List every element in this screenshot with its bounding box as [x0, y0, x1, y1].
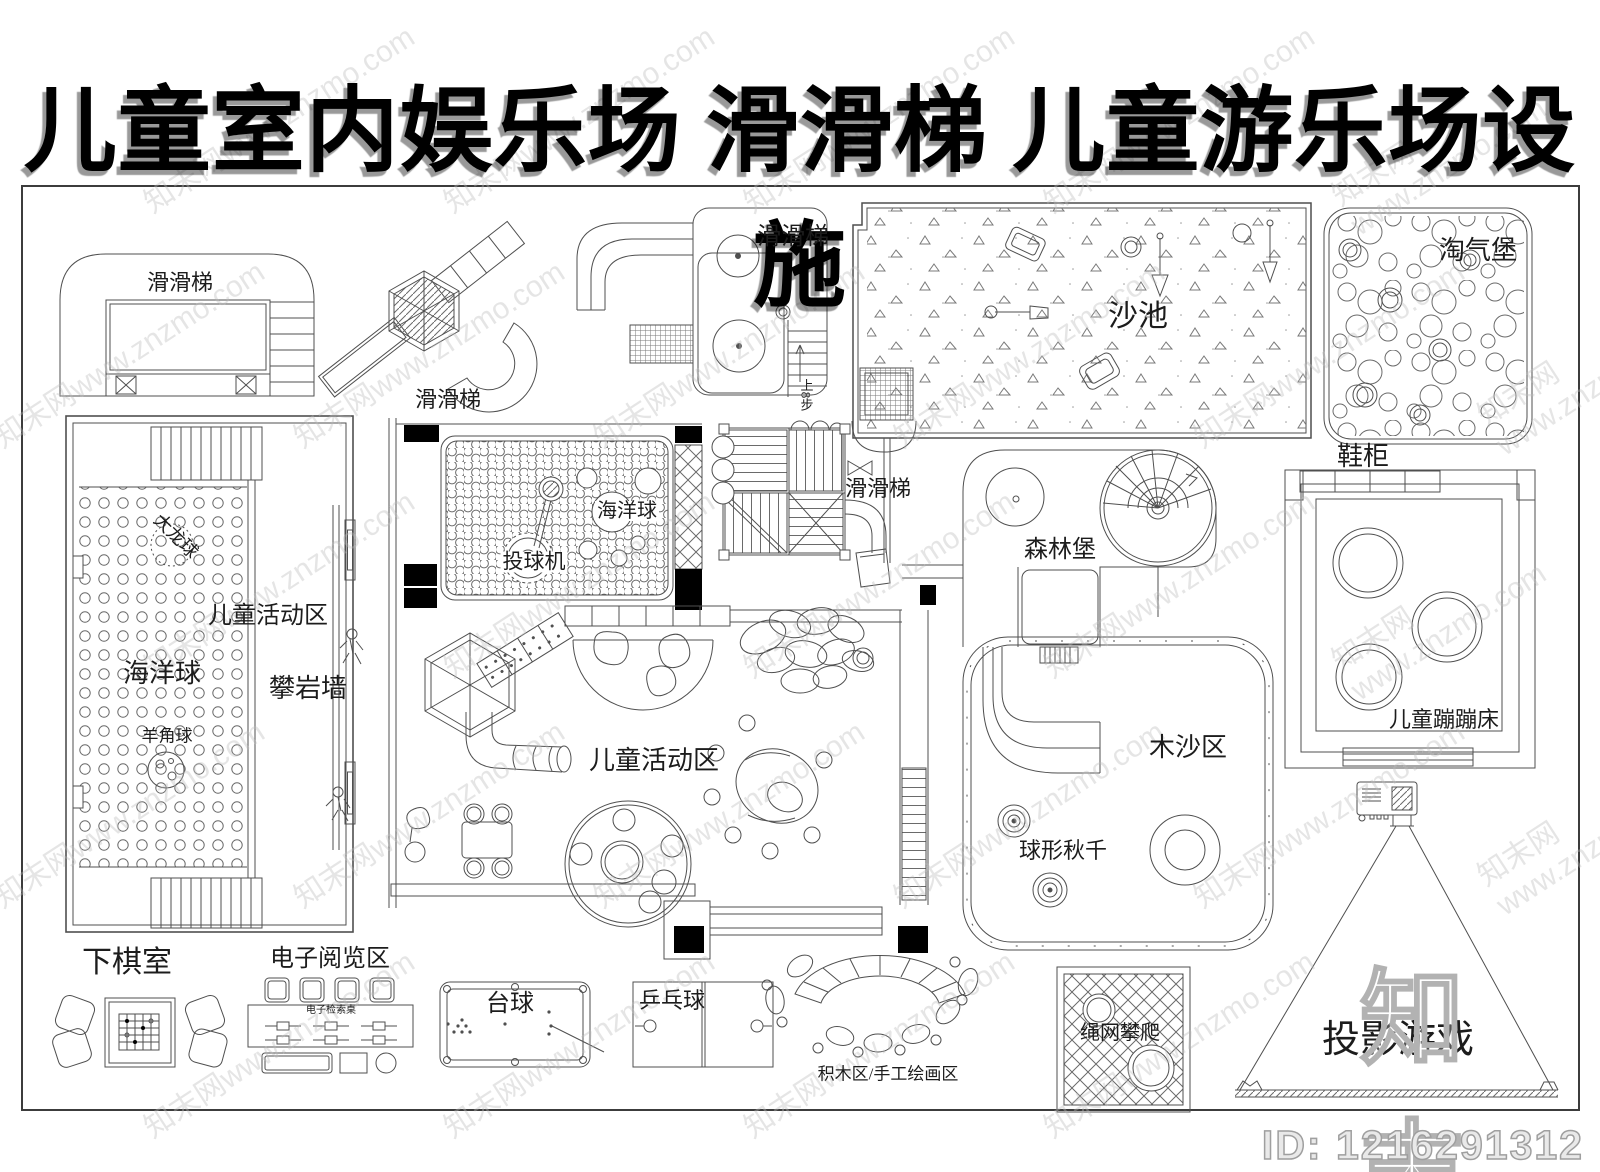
watermark-brand: 知末: [1359, 962, 1471, 1172]
workstation-icons: [265, 1021, 397, 1045]
label-chess-room: 下棋室: [82, 946, 172, 979]
slide-tube: [576, 207, 828, 397]
label-slide-2: 滑滑梯: [414, 387, 482, 412]
shoe-cabinet: [1299, 470, 1441, 493]
plan-id-text: ID: 1216291312: [1261, 1121, 1584, 1169]
projection: [1235, 781, 1559, 1098]
forest-castle: [962, 449, 1217, 774]
trampoline: [1284, 469, 1536, 769]
label-slide-3: 滑滑梯: [757, 224, 829, 250]
slide-hex: [317, 220, 538, 413]
label-climbing-wall: 攀岩墙: [268, 674, 348, 703]
label-ocean-left: 海洋球: [122, 659, 202, 688]
wood-sand-area: [962, 636, 1274, 951]
label-naughty-castle: 淘气堡: [1438, 236, 1518, 265]
ereading-area: [247, 977, 414, 1074]
label-slide-4: 滑滑梯: [844, 476, 912, 501]
drawing-border: [21, 185, 1580, 1111]
label-rope-net: 绳网攀爬: [1080, 1022, 1160, 1044]
label-shoe-cabinet: 鞋柜: [1336, 442, 1390, 471]
slide-topleft: [59, 253, 315, 397]
label-billiards: 台球: [486, 991, 534, 1017]
label-ball-swing: 球形秋千: [1018, 838, 1108, 863]
label-blocks-area: 积木区/手工绘画区: [817, 1064, 959, 1084]
label-ocean-center: 海洋球: [595, 500, 659, 522]
climber-figure-icon: [325, 628, 364, 822]
page-title: 儿童室内娱乐场 滑滑梯 儿童游乐场设施: [23, 81, 1577, 319]
naughty-castle: [1323, 207, 1533, 445]
platform-slide: [711, 420, 891, 588]
blocks-desk: [761, 954, 979, 1058]
label-projection: 投影游戏: [1321, 1019, 1475, 1061]
rope-net: [1056, 966, 1191, 1113]
hexagon-structure: [424, 612, 574, 738]
sand-shovel-icon: [984, 219, 1278, 320]
label-ereading: 电子阅览区: [270, 946, 390, 972]
label-sheep-ball: 羊角球: [141, 726, 193, 746]
sand-pool: [851, 202, 1312, 563]
ball-swing-icon: [997, 804, 1068, 908]
label-wood-sand: 木沙区: [1148, 733, 1228, 762]
billiards-table: [439, 981, 605, 1068]
chess-room: [52, 994, 228, 1068]
label-trampoline: 儿童蹦蹦床: [1388, 707, 1500, 732]
label-esearch-desk: 电子检索桌: [306, 1005, 356, 1016]
pebble-seats: [739, 607, 875, 694]
left-room: [65, 415, 364, 933]
spinner-toy: [703, 714, 833, 860]
label-activity-center: 儿童活动区: [588, 746, 720, 775]
label-sand-pool: 沙池: [1108, 300, 1168, 333]
projector-icon: [1356, 781, 1418, 827]
stool-icons: [761, 954, 979, 1058]
label-slide-1: 滑滑梯: [146, 270, 214, 295]
label-forest-castle: 森林堡: [1024, 537, 1096, 563]
label-activity-left: 儿童活动区: [208, 603, 328, 629]
label-ball-machine: 投球机: [500, 549, 568, 574]
label-steps-note: 上8步: [798, 378, 814, 412]
pingpong-table: [632, 981, 774, 1068]
structural-columns: [404, 425, 936, 953]
rocking-toy-icon: [404, 807, 431, 863]
label-pingpong: 乒乓球: [638, 988, 706, 1013]
